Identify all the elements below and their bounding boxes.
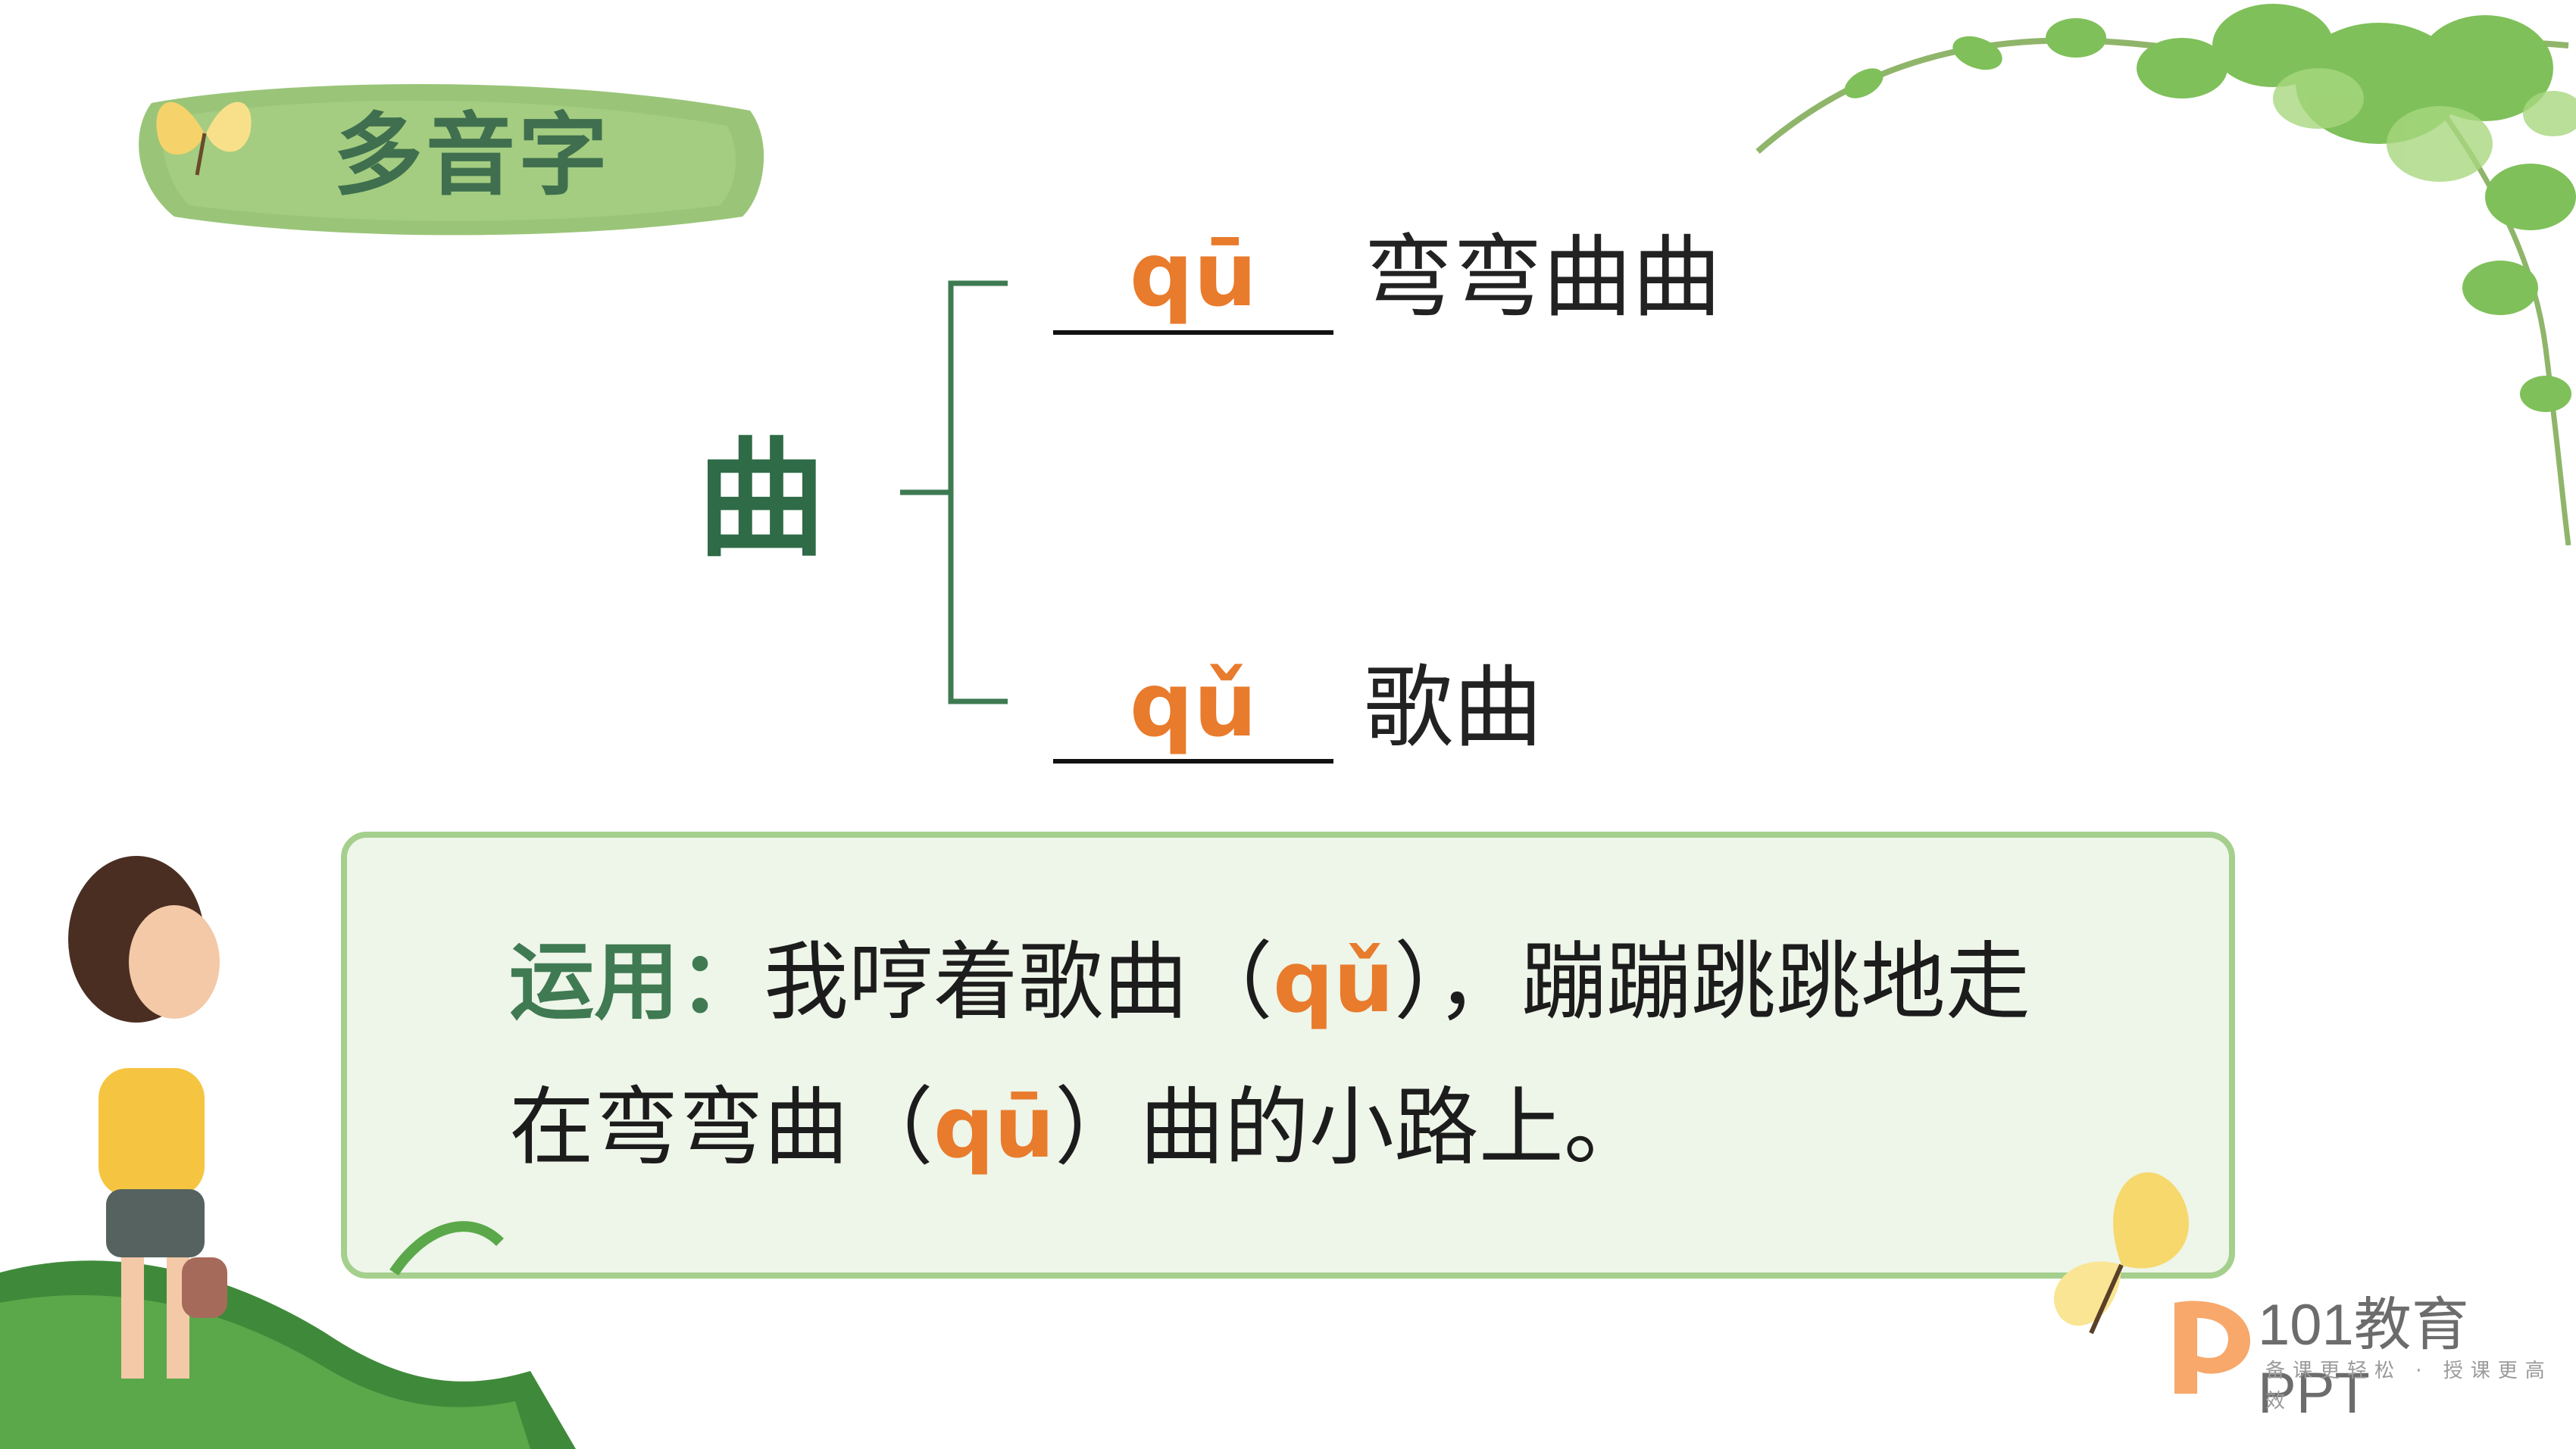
usage-label: 运用： [509,933,764,1032]
page-title: 多音字 [333,103,611,208]
main-character: 曲 [697,425,827,575]
title-badge-background [139,84,764,236]
butterfly-icon [156,101,252,176]
usage-box [341,832,2235,1279]
usage-text: 在弯弯曲（ [509,1079,933,1177]
girl-illustration [0,856,576,1449]
usage-text: ）曲的小路上。 [1054,1079,1649,1177]
logo-tagline: 备课更轻松 · 授课更高效 [2265,1360,2553,1413]
usage-sentence-line-1: 运用：我哼着歌曲（qǔ），蹦蹦跳跳地走 [509,926,2030,1039]
reading-2-pinyin: qǔ [1129,652,1258,757]
reading-1-word: 弯弯曲曲 [1364,225,1722,329]
reading-1-pinyin: qū [1129,222,1258,326]
usage-pinyin: qǔ [1273,933,1394,1032]
vine-leaves-decoration [1755,4,2576,545]
reading-2-answer-line [1053,759,1333,764]
usage-sentence-line-2: 在弯弯曲（qū）曲的小路上。 [509,1071,1649,1185]
reading-2-word: 歌曲 [1364,655,1543,760]
usage-pinyin: qū [933,1079,1055,1177]
usage-text: ），蹦蹦跳跳地走 [1393,933,2030,1032]
reading-1-answer-line [1053,330,1333,335]
bracket-connector [900,280,1008,704]
logo-text: 101教育PPT [2258,1293,2469,1426]
usage-text: 我哼着歌曲（ [764,933,1273,1032]
butterfly-icon [2054,1172,2189,1335]
logo-p-icon [2174,1301,2250,1394]
